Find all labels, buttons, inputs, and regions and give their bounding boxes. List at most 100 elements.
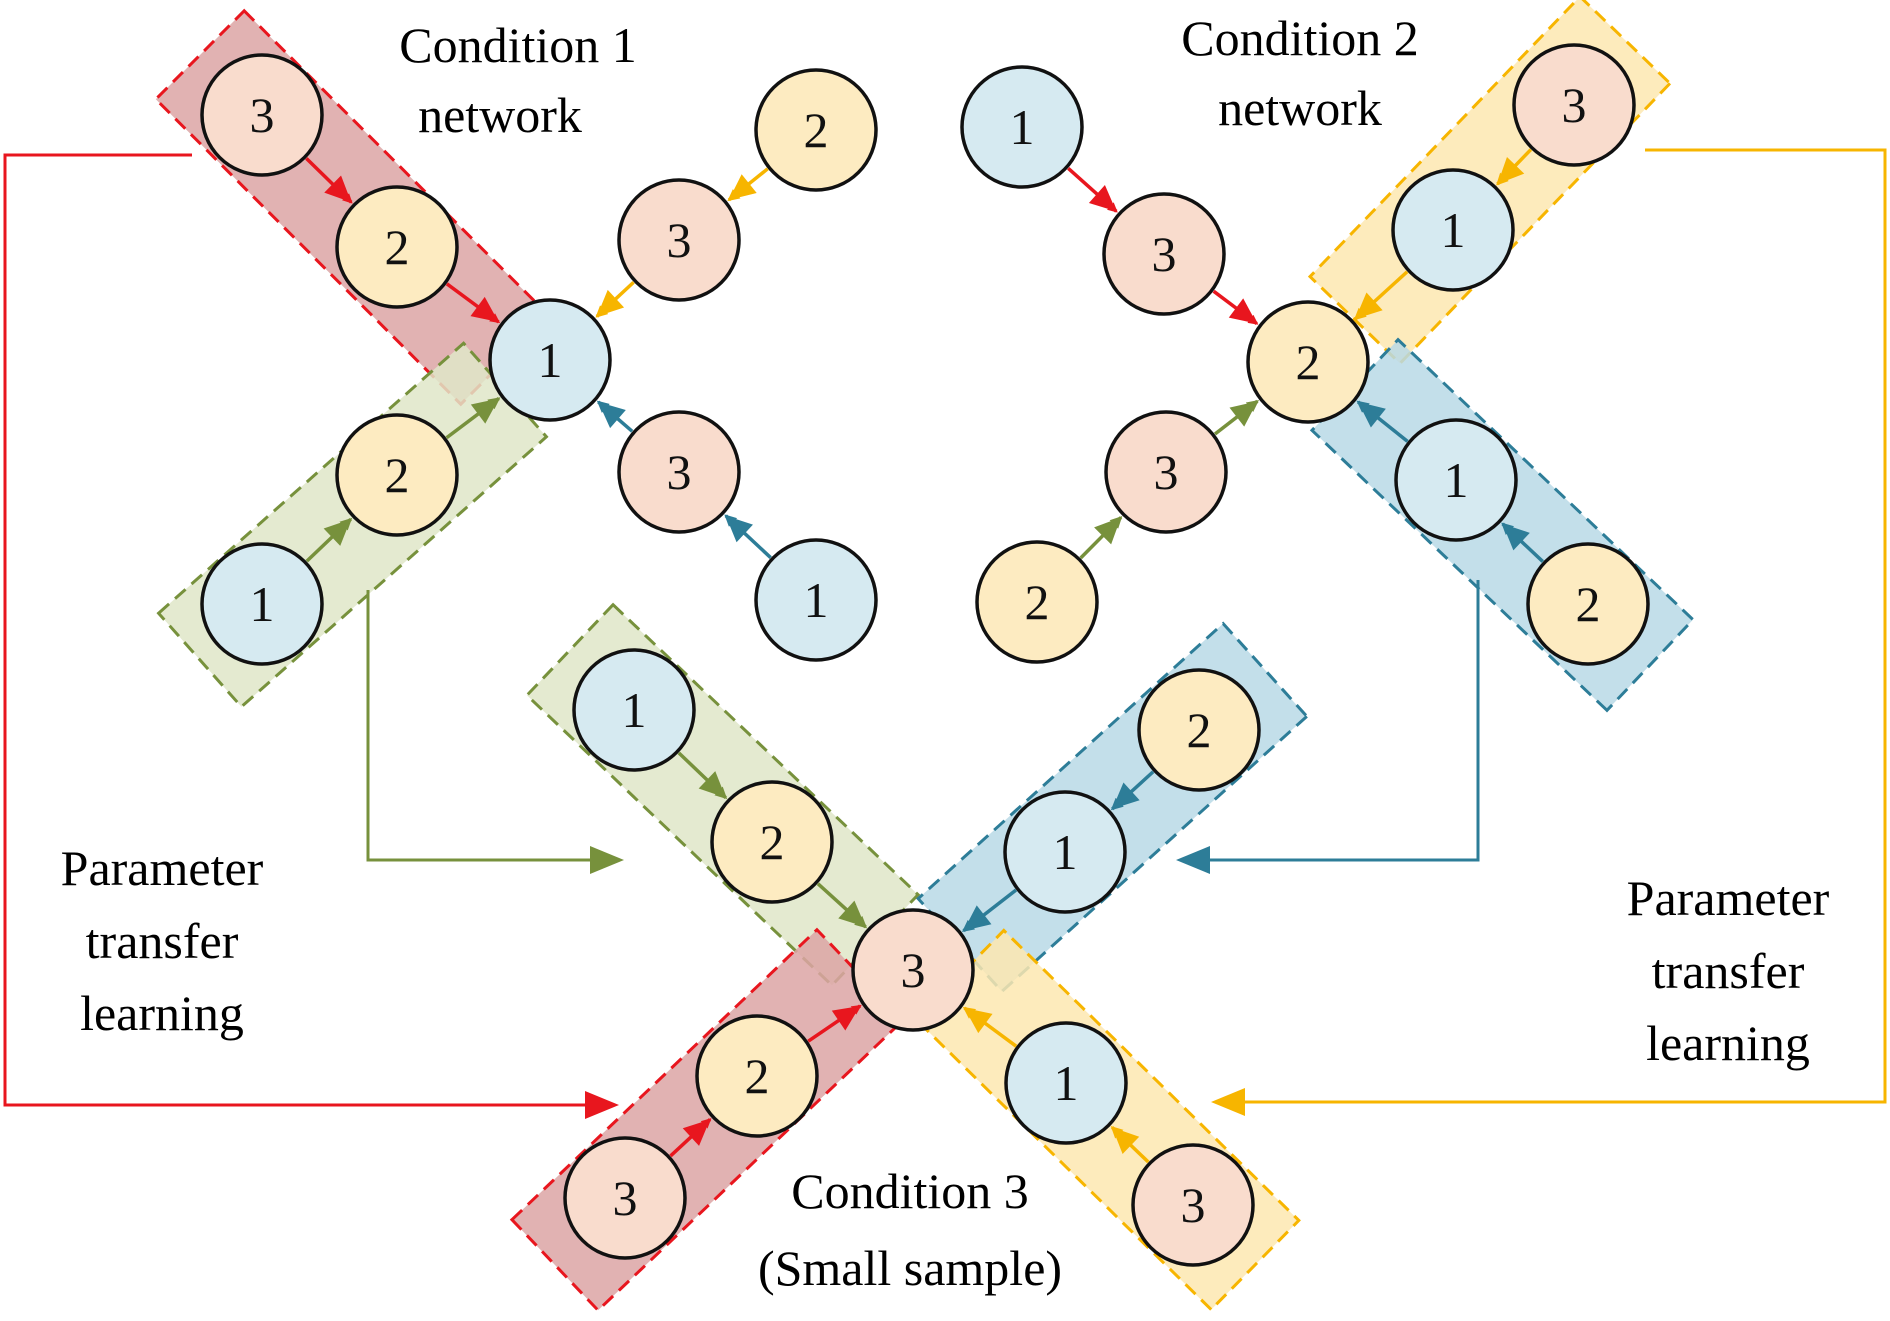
condition1-yellow-node-1: 2 xyxy=(754,68,878,192)
condition2-green-node-1-label: 2 xyxy=(1025,574,1050,630)
condition3-center-node: 3 xyxy=(851,908,975,1032)
condition3-red-node-2: 2 xyxy=(695,1014,819,1138)
transfer-left-line3: learning xyxy=(80,985,244,1041)
condition3-teal-node-1: 2 xyxy=(1137,668,1261,792)
condition2-yellow-edge-inner-head xyxy=(1355,292,1383,319)
condition2-red-edge-outer-head xyxy=(1088,185,1117,212)
condition2-center-node: 2 xyxy=(1246,300,1370,424)
condition2-teal-node-1-label: 2 xyxy=(1576,576,1601,632)
condition3-title: Condition 3 xyxy=(791,1163,1029,1219)
condition3-green-node-1-label: 1 xyxy=(622,682,647,738)
condition3-yellow-node-1-label: 3 xyxy=(1181,1177,1206,1233)
condition1-teal-node-1-label: 1 xyxy=(804,572,829,628)
condition2-teal-node-1: 2 xyxy=(1526,542,1650,666)
condition3-center-node-label: 3 xyxy=(901,942,926,998)
condition2-title: Condition 2 xyxy=(1181,10,1419,66)
condition2-red-node-2: 3 xyxy=(1102,192,1226,316)
condition2-teal-edge-inner-head xyxy=(1358,401,1386,428)
condition2-teal-node-2-label: 1 xyxy=(1444,452,1469,508)
transfer-right-line1: Parameter xyxy=(1627,870,1830,926)
condition1-yellow-edge-outer-head xyxy=(728,174,757,200)
condition3-red-edge-outer-head xyxy=(682,1119,710,1146)
condition2-center-node-label: 2 xyxy=(1296,334,1321,390)
condition1-yellow-node-1-label: 2 xyxy=(804,102,829,158)
condition3-green-node-1: 1 xyxy=(572,648,696,772)
condition2-green-edge-inner-head xyxy=(1229,401,1258,427)
condition3-green-node-2: 2 xyxy=(710,780,834,904)
condition2-subtitle: network xyxy=(1218,80,1382,136)
condition2-label: Condition 2 network xyxy=(1181,10,1419,136)
condition3-red-edge-inner-head xyxy=(831,1005,861,1031)
condition2-red-node-1: 1 xyxy=(960,65,1084,189)
condition2-green-edge-outer-head xyxy=(1094,517,1121,545)
condition1-red-node-2-label: 2 xyxy=(385,219,410,275)
transfer-right-line3: learning xyxy=(1646,1015,1810,1071)
condition1-teal-edge-outer-head xyxy=(725,515,753,543)
condition1-teal-node-2-label: 3 xyxy=(667,444,692,500)
condition1-yellow-node-2: 3 xyxy=(617,178,741,302)
condition2-red-node-1-label: 1 xyxy=(1010,99,1035,155)
condition1-teal-edge-inner-head xyxy=(598,401,626,429)
condition1-teal-node-2: 3 xyxy=(617,410,741,534)
condition1-green-node-2: 2 xyxy=(335,413,459,537)
condition1-red-edge-outer-head xyxy=(324,175,352,203)
transfer-arrow-yellow xyxy=(1211,148,1887,1116)
condition2-yellow-node-2: 1 xyxy=(1391,168,1515,292)
condition1-center-node: 1 xyxy=(488,298,612,422)
network-edges xyxy=(305,148,1545,1164)
condition1-yellow-node-2-label: 3 xyxy=(667,212,692,268)
condition2-teal-edge-outer-head xyxy=(1502,523,1530,551)
condition2-yellow-node-1-label: 3 xyxy=(1562,77,1587,133)
condition1-green-edge-outer-head xyxy=(323,519,351,546)
condition1-teal-node-1: 1 xyxy=(754,538,878,662)
transfer-label-right: Parameter transfer learning xyxy=(1627,870,1830,1071)
condition3-green-edge-inner-head xyxy=(838,900,866,927)
condition2-yellow-node-2-label: 1 xyxy=(1441,202,1466,258)
condition1-green-edge-inner-head xyxy=(470,398,499,424)
condition1-green-node-2-label: 2 xyxy=(385,447,410,503)
transfer-label-left: Parameter transfer learning xyxy=(61,840,264,1041)
condition1-red-node-1-label: 3 xyxy=(250,87,275,143)
condition3-yellow-node-1: 3 xyxy=(1131,1143,1255,1267)
condition1-red-node-1: 3 xyxy=(200,53,324,177)
condition3-yellow-edge-outer-head xyxy=(1112,1127,1140,1155)
condition1-yellow-edge-inner-head xyxy=(596,289,625,317)
condition1-title: Condition 1 xyxy=(399,17,637,73)
transfer-connectors xyxy=(3,148,1887,1119)
condition3-subtitle: (Small sample) xyxy=(758,1240,1062,1296)
condition3-red-node-1: 3 xyxy=(563,1136,687,1260)
transfer-left-line1: Parameter xyxy=(61,840,264,896)
condition3-teal-node-2: 1 xyxy=(1003,790,1127,914)
condition3-red-node-2-label: 2 xyxy=(745,1048,770,1104)
condition2-red-node-2-label: 3 xyxy=(1152,226,1177,282)
condition2-green-node-2: 3 xyxy=(1104,410,1228,534)
condition3-teal-edge-inner-head xyxy=(963,905,992,931)
condition1-center-node-label: 1 xyxy=(538,332,563,388)
condition3-green-edge-outer-head xyxy=(698,771,726,798)
condition1-red-node-2: 2 xyxy=(335,185,459,309)
transfer-arrow-green xyxy=(366,590,624,874)
condition1-green-node-1: 1 xyxy=(200,542,324,666)
condition2-green-node-1: 2 xyxy=(975,540,1099,664)
condition2-red-edge-inner-head xyxy=(1228,298,1257,324)
condition3-label: Condition 3 (Small sample) xyxy=(758,1163,1062,1296)
condition2-yellow-node-1: 3 xyxy=(1512,43,1636,167)
condition2-yellow-edge-outer-head xyxy=(1497,156,1525,185)
condition3-teal-edge-outer-head xyxy=(1112,782,1140,809)
transfer-arrow-red xyxy=(3,153,619,1119)
condition1-green-node-1-label: 1 xyxy=(250,576,275,632)
condition2-teal-node-2: 1 xyxy=(1394,418,1518,542)
condition3-teal-node-2-label: 1 xyxy=(1053,824,1078,880)
transfer-arrow-teal xyxy=(1176,580,1480,874)
condition1-label: Condition 1 network xyxy=(399,17,637,143)
condition3-yellow-edge-inner-head xyxy=(964,1008,993,1034)
transfer-left-line2: transfer xyxy=(86,913,239,969)
condition3-green-node-2-label: 2 xyxy=(760,814,785,870)
condition3-yellow-node-2: 1 xyxy=(1004,1021,1128,1145)
condition1-green-band xyxy=(156,341,549,709)
condition1-red-edge-inner-head xyxy=(470,296,499,322)
condition1-subtitle: network xyxy=(418,87,582,143)
transfer-right-line2: transfer xyxy=(1652,943,1805,999)
